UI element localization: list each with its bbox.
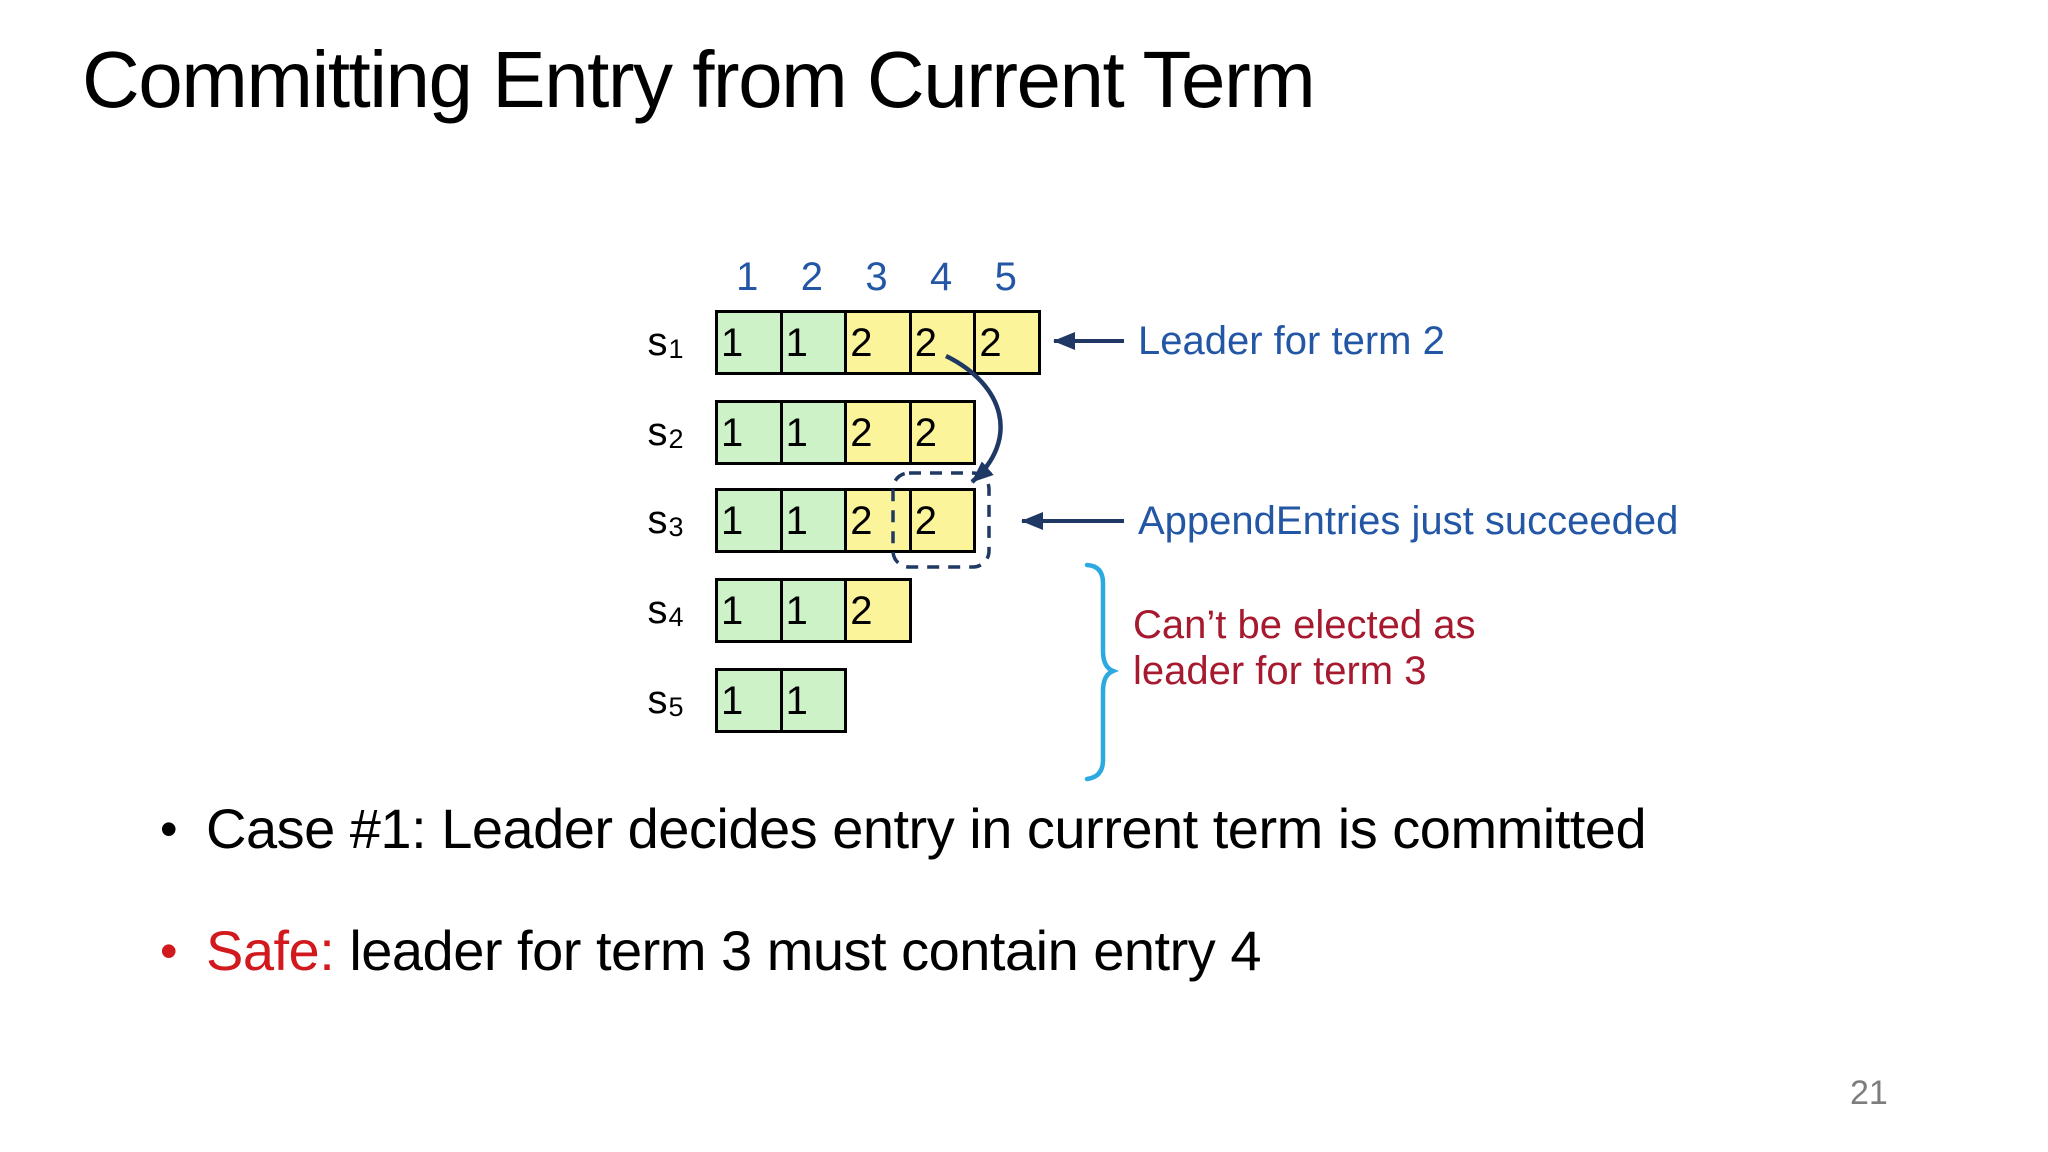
annotation-leader-term-2: Leader for term 2 bbox=[1138, 319, 1445, 363]
bullet-safe-text: leader for term 3 must contain entry 4 bbox=[334, 919, 1261, 982]
curly-brace-icon bbox=[1084, 562, 1120, 782]
log-cell-s5-index-2: 1 bbox=[779, 668, 848, 733]
annotation-append-entries: AppendEntries just succeeded bbox=[1138, 499, 1679, 543]
log-cell-s3-index-2: 1 bbox=[779, 488, 848, 553]
bullet-marker: • bbox=[160, 801, 178, 857]
log-index-header-2: 2 bbox=[800, 255, 824, 299]
log-cell-s3-index-1: 1 bbox=[715, 488, 783, 553]
log-cell-s1-index-5: 2 bbox=[973, 310, 1041, 375]
log-cell-s1-index-3: 2 bbox=[844, 310, 912, 375]
log-cell-s2-index-4: 2 bbox=[908, 400, 977, 465]
log-cell-s4-index-3: 2 bbox=[844, 578, 912, 643]
page-number: 21 bbox=[1850, 1074, 1888, 1112]
log-index-header-4: 4 bbox=[929, 255, 953, 299]
log-cell-s1-index-2: 1 bbox=[779, 310, 848, 375]
log-cell-s4-index-1: 1 bbox=[715, 578, 783, 643]
log-cell-s4-index-2: 1 bbox=[779, 578, 848, 643]
annotation-cant-line-1: Can’t be elected as bbox=[1133, 603, 1476, 647]
bullet-case-1: • Case #1: Leader decides entry in curren… bbox=[160, 796, 1647, 861]
bullet-marker: • bbox=[160, 923, 178, 979]
bullet-safe-highlight: Safe: bbox=[206, 919, 335, 982]
log-cell-s5-index-1: 1 bbox=[715, 668, 783, 733]
bullet-safe: • Safe: leader for term 3 must contain en… bbox=[160, 918, 1261, 983]
log-cell-s3-index-4: 2 bbox=[908, 488, 977, 553]
log-cell-s1-index-4: 2 bbox=[908, 310, 977, 375]
log-cell-s2-index-3: 2 bbox=[844, 400, 912, 465]
log-index-header-3: 3 bbox=[865, 255, 888, 299]
log-cell-s2-index-2: 1 bbox=[779, 400, 848, 465]
log-cell-s3-index-3: 2 bbox=[844, 488, 912, 553]
slide-title: Committing Entry from Current Term bbox=[82, 35, 1316, 124]
bullet-case-1-text: Case #1: Leader decides entry in current… bbox=[206, 797, 1647, 860]
log-cell-s1-index-1: 1 bbox=[715, 310, 783, 375]
annotation-cant-line-2: leader for term 3 bbox=[1133, 649, 1427, 693]
log-index-header-5: 5 bbox=[994, 255, 1017, 299]
annotation-cant-be-elected: Can’t be elected as leader for term 3 bbox=[1133, 602, 1475, 694]
log-index-header-1: 1 bbox=[736, 255, 759, 299]
log-cell-s2-index-1: 1 bbox=[715, 400, 783, 465]
